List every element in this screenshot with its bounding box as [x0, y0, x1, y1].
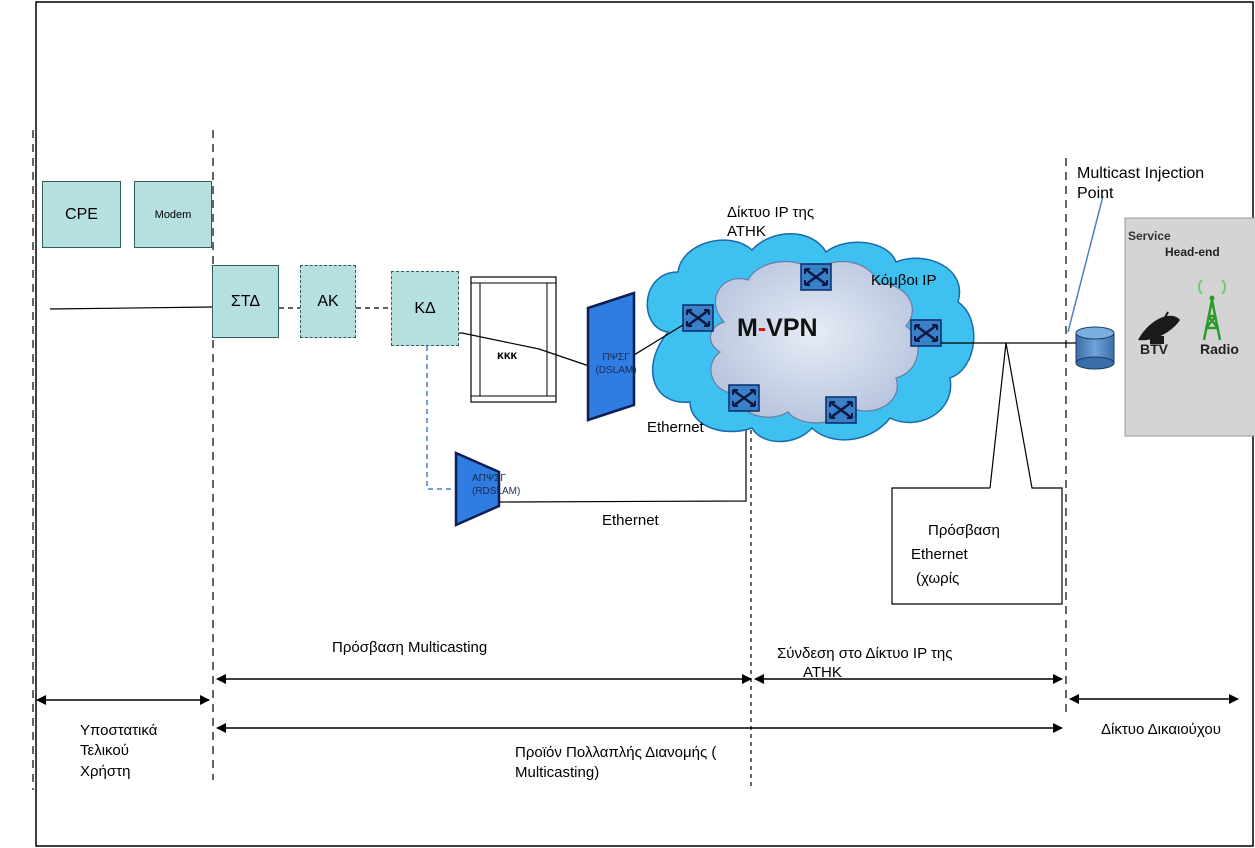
callout-shape — [891, 342, 1063, 605]
injection-line2: Point — [1077, 185, 1114, 202]
user-line — [49, 306, 214, 310]
m-vpn-dash: - — [757, 314, 767, 342]
link-rdslam-cloud — [498, 412, 747, 503]
radio-label: Radio — [1200, 341, 1239, 357]
user-premises-line3: Χρήστη — [80, 762, 131, 780]
callout-line3: (χωρίς — [916, 570, 960, 587]
ip-nodes-label: Κόμβοι IP — [871, 272, 937, 289]
callout-text: Πρόσβαση Ethernet (χωρίς — [911, 519, 1000, 591]
outer-frame — [35, 1, 1254, 847]
router-icon — [824, 395, 858, 425]
connection-line1: Σύνδεση στο Δίκτυο IP της — [777, 645, 953, 662]
database-cylinder-icon — [1075, 326, 1115, 370]
m-vpn-vpn: VPN — [766, 314, 818, 342]
cpe-box: CPE — [42, 181, 121, 248]
link-kd-rdslam — [426, 346, 457, 490]
cloud-title: Δίκτυο IP της ΑΤΗΚ — [727, 204, 814, 242]
dslam-label-line1: ΠΨΣΓ — [602, 352, 630, 363]
radio-tower-icon — [1198, 279, 1226, 341]
ak-box: ΑΚ — [300, 265, 356, 338]
product-line2: Multicasting) — [515, 764, 600, 782]
injection-line1: Multicast Injection — [1077, 165, 1205, 182]
cloud-title-line2: ΑΤΗΚ — [727, 222, 766, 240]
link-dslam-cloud — [633, 324, 684, 356]
router-icon — [727, 383, 761, 413]
m-vpn-label: M-VPN — [737, 313, 818, 344]
std-box: ΣΤΔ — [212, 265, 279, 338]
dslam-label: ΠΨΣΓ (DSLAM) — [590, 352, 642, 377]
dslam-label-line2: (DSLAM) — [595, 364, 637, 376]
modem-box: Modem — [134, 181, 212, 248]
router-icon — [909, 318, 943, 348]
dslam-shape — [586, 291, 636, 422]
head-end-label: Head-end — [1165, 245, 1220, 259]
ethernet-label-upper: Ethernet — [647, 419, 704, 436]
injection-pointer — [1067, 195, 1104, 333]
kd-box: ΚΔ — [391, 271, 459, 346]
access-multicasting-label: Πρόσβαση Multicasting — [332, 639, 488, 656]
injection-point-label: Multicast Injection Point — [1077, 164, 1204, 204]
connection-line2: ΑΤΗΚ — [803, 663, 842, 681]
product-line1: Προϊόν Πολλαπλής Διανομής ( — [515, 744, 717, 761]
service-label: Service — [1128, 229, 1171, 243]
satellite-dish-icon — [1138, 311, 1180, 344]
router-icon — [799, 262, 833, 292]
ethernet-label-lower: Ethernet — [602, 512, 659, 529]
user-premises-label: Υποστατικά Τελικού Χρήστη — [80, 721, 157, 782]
rdslam-shape — [454, 451, 501, 527]
rdslam-label-line1: ΑΠΨΣΓ — [472, 473, 506, 484]
rdslam-label: ΑΠΨΣΓ (RDSLAM) — [472, 473, 520, 498]
m-vpn-m: M — [737, 314, 758, 342]
cloud-title-line1: Δίκτυο IP της — [727, 204, 815, 221]
beneficiary-network-label: Δίκτυο Δικαιούχου — [1101, 721, 1221, 738]
product-label: Προϊόν Πολλαπλής Διανομής ( Multicasting… — [515, 743, 716, 784]
headend-panel — [1124, 217, 1255, 437]
rdslam-label-line2: (RDSLAM) — [472, 485, 521, 497]
callout-line1: Πρόσβαση — [928, 522, 1000, 539]
btv-label: BTV — [1140, 341, 1168, 357]
kkk-panel — [470, 276, 557, 403]
user-premises-line2: Τελικού — [80, 742, 129, 760]
user-premises-line1: Υποστατικά — [80, 722, 158, 739]
callout-line2: Ethernet — [911, 546, 968, 563]
kkk-label: κκκ — [497, 348, 518, 362]
connection-label: Σύνδεση στο Δίκτυο IP της ΑΤΗΚ — [777, 645, 953, 683]
router-icon — [681, 303, 715, 333]
